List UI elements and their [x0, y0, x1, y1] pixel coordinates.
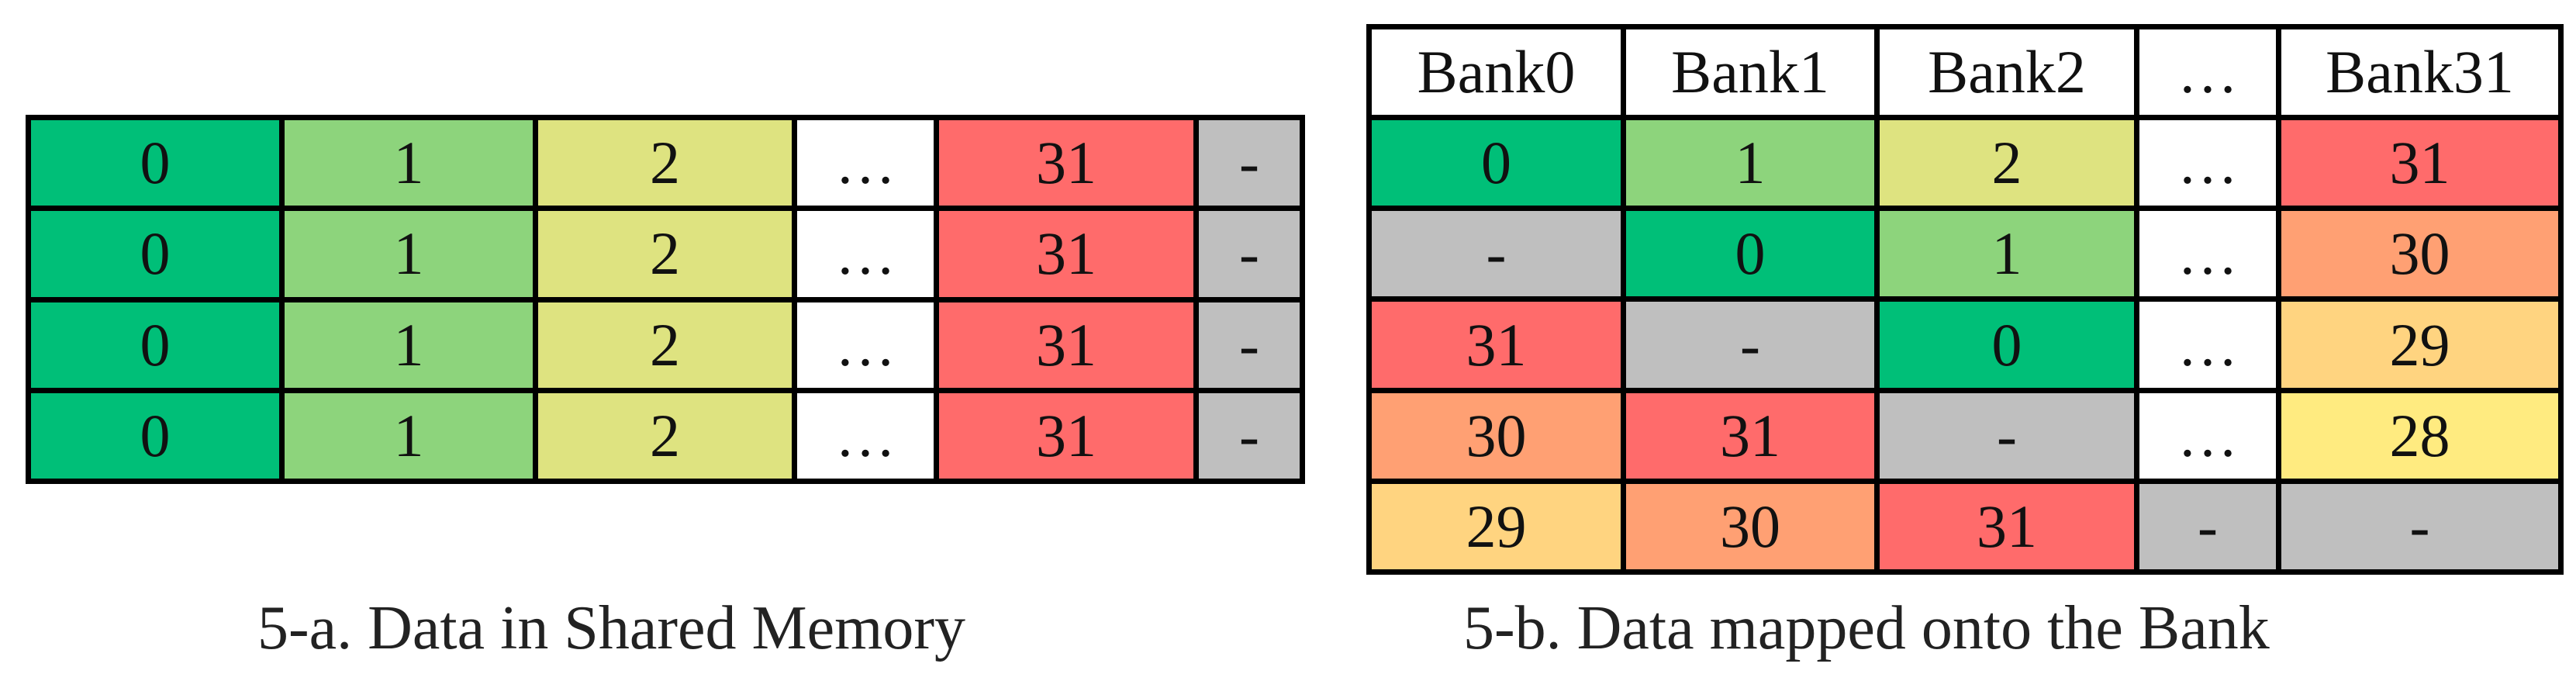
data-cell: 31 — [2276, 115, 2564, 212]
data-cell: - — [1874, 387, 2139, 484]
data-cell: 0 — [26, 114, 285, 212]
data-cell: … — [2134, 387, 2281, 484]
bank-header: Bank2 — [1874, 23, 2139, 121]
data-cell: 1 — [279, 296, 538, 393]
data-cell: … — [792, 387, 939, 485]
data-cell: 31 — [1366, 296, 1626, 393]
data-cell: 31 — [934, 114, 1199, 212]
data-cell: - — [1193, 296, 1305, 393]
table-row: 31-0…29 — [1366, 296, 2564, 393]
data-cell: - — [2276, 478, 2564, 575]
data-cell: - — [1193, 206, 1305, 302]
data-cell: 31 — [934, 296, 1199, 393]
data-cell: 0 — [26, 206, 285, 302]
caption-bank-mapping: 5-b. Data mapped onto the Bank — [1463, 594, 2270, 662]
data-cell: 2 — [533, 387, 797, 485]
data-cell: 2 — [533, 114, 797, 212]
data-cell: 2 — [533, 296, 797, 393]
caption-shared-memory: 5-a. Data in Shared Memory — [257, 594, 966, 662]
data-cell: - — [1621, 296, 1880, 393]
data-cell: 31 — [934, 387, 1199, 485]
data-cell: 30 — [1366, 387, 1626, 484]
data-cell: … — [792, 296, 939, 393]
data-cell: … — [792, 114, 939, 212]
data-cell: 2 — [1874, 115, 2139, 212]
data-cell: … — [2134, 206, 2281, 302]
bank-header: Bank0 — [1366, 23, 1626, 121]
data-cell: 0 — [26, 387, 285, 485]
data-cell: 30 — [2276, 206, 2564, 302]
data-cell: 0 — [26, 296, 285, 393]
data-cell: 1 — [279, 114, 538, 212]
data-cell: 31 — [1874, 478, 2139, 575]
data-cell: 0 — [1621, 206, 1880, 302]
data-cell: … — [792, 206, 939, 302]
data-cell: - — [1193, 114, 1305, 212]
data-cell: 30 — [1621, 478, 1880, 575]
data-cell: … — [2134, 296, 2281, 393]
data-cell: … — [2134, 115, 2281, 212]
bank-header: … — [2134, 23, 2281, 121]
data-cell: 29 — [1366, 478, 1626, 575]
data-cell: 1 — [279, 206, 538, 302]
data-cell: 1 — [1621, 115, 1880, 212]
bank-header: Bank1 — [1621, 23, 1880, 121]
data-cell: 29 — [2276, 296, 2564, 393]
data-cell: 2 — [533, 206, 797, 302]
data-cell: 31 — [934, 206, 1199, 302]
data-cell: 1 — [279, 387, 538, 485]
data-cell: - — [1193, 387, 1305, 485]
data-cell: 0 — [1874, 296, 2139, 393]
data-cell: 31 — [1621, 387, 1880, 484]
data-cell: - — [2134, 478, 2281, 575]
data-cell: 0 — [1366, 115, 1626, 212]
bank-header: Bank31 — [2276, 23, 2564, 121]
data-cell: - — [1366, 206, 1626, 302]
data-cell: 1 — [1874, 206, 2139, 302]
data-cell: 28 — [2276, 387, 2564, 484]
